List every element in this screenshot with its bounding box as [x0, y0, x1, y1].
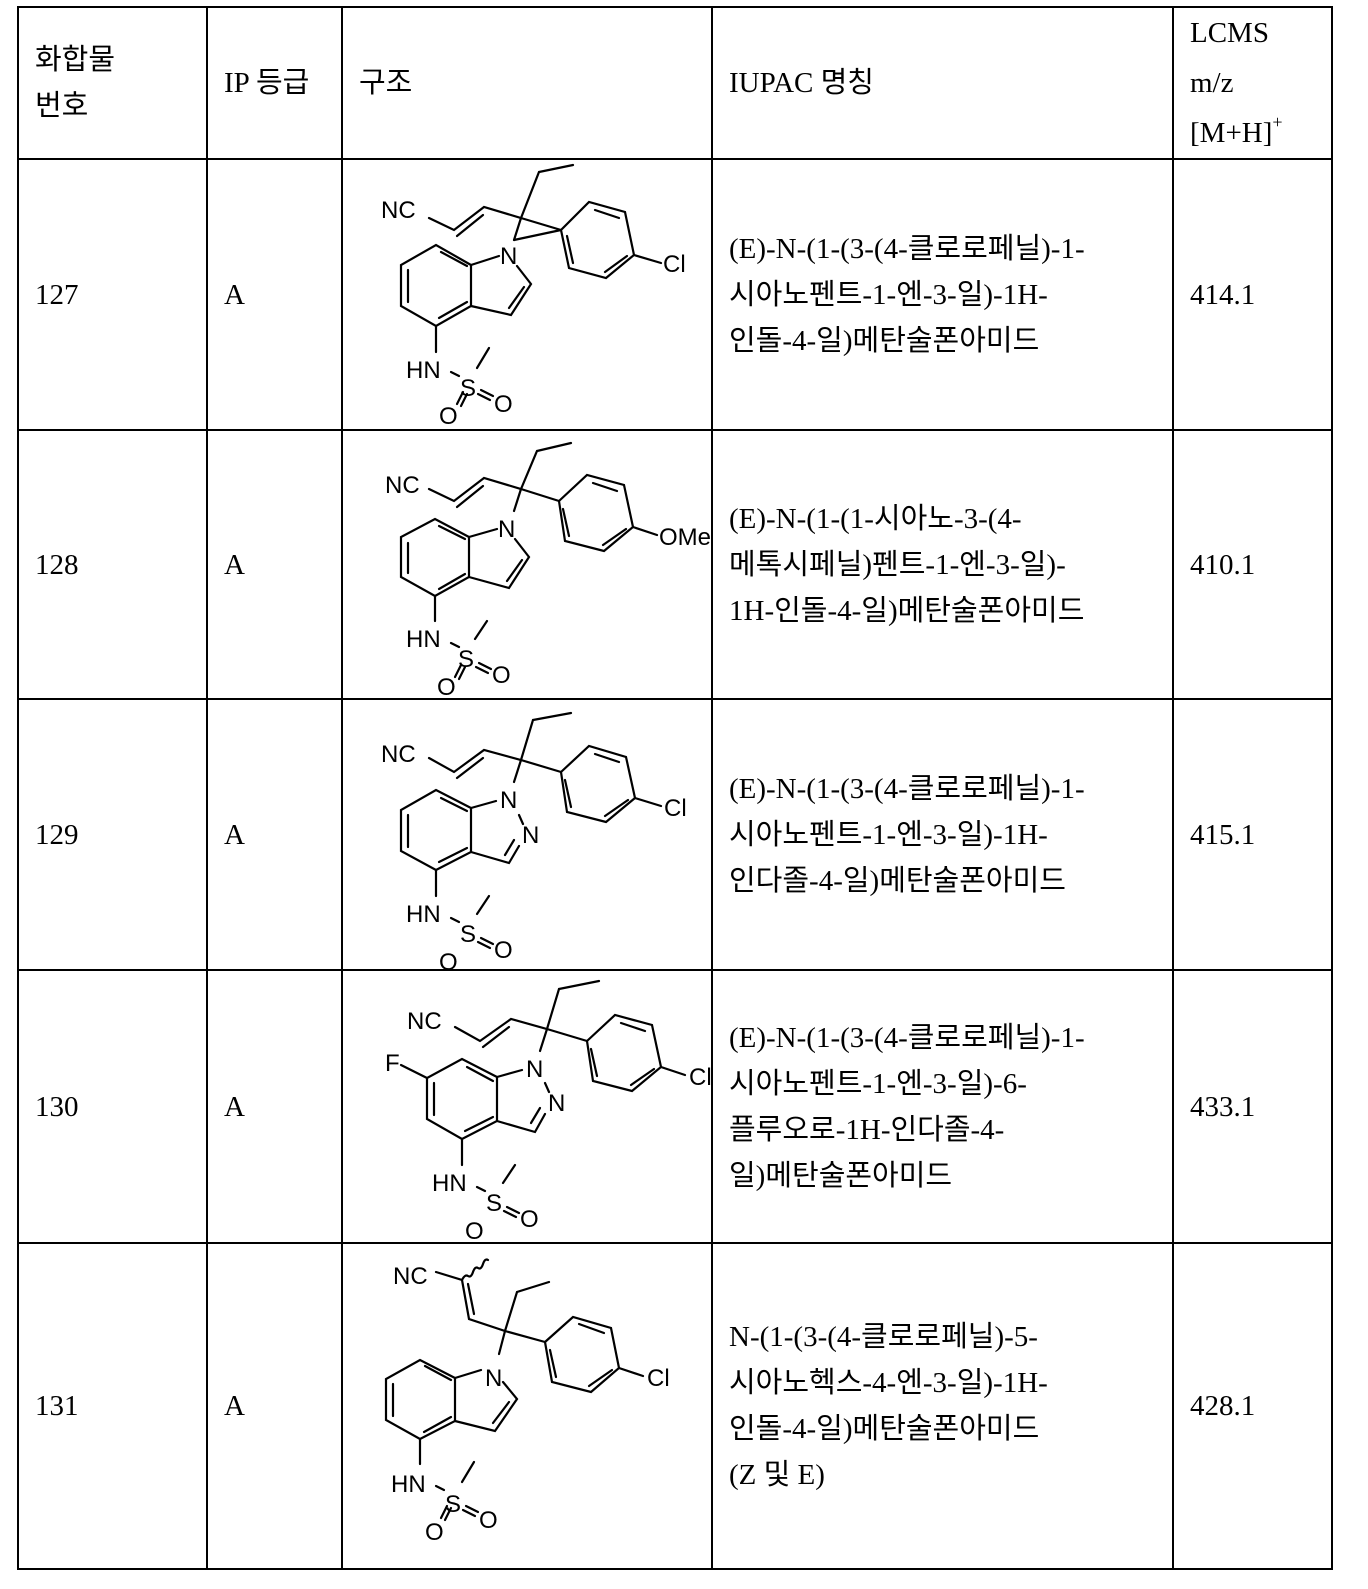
- svg-text:HN: HN: [406, 357, 441, 384]
- ip-grade: A: [206, 429, 343, 700]
- iupac-name: (E)-N-(1-(3-(4-클로로페닐)-1- 시아노펜트-1-엔-3-일)-…: [711, 698, 1174, 971]
- svg-text:NC: NC: [385, 472, 420, 499]
- iupac-name: (E)-N-(1-(3-(4-클로로페닐)-1- 시아노펜트-1-엔-3-일)-…: [711, 158, 1174, 431]
- header-lcms: LCMS m/z [M+H]+: [1172, 6, 1333, 160]
- svg-text:OMe: OMe: [659, 524, 711, 551]
- svg-text:O: O: [494, 391, 513, 418]
- iupac-name: (E)-N-(1-(1-시아노-3-(4- 메톡시페닐)펜트-1-엔-3-일)-…: [711, 429, 1174, 700]
- lcms-value: 410.1: [1172, 429, 1333, 700]
- compound-number: 127: [17, 158, 208, 431]
- iupac-name: (E)-N-(1-(3-(4-클로로페닐)-1- 시아노펜트-1-엔-3-일)-…: [711, 969, 1174, 1244]
- svg-text:S: S: [486, 1190, 502, 1217]
- svg-text:NC: NC: [407, 1008, 442, 1035]
- compound-number: 130: [17, 969, 208, 1244]
- lcms-value: 428.1: [1172, 1242, 1333, 1570]
- lcms-value: 415.1: [1172, 698, 1333, 971]
- compound-number: 128: [17, 429, 208, 700]
- iupac-name: N-(1-(3-(4-클로로페닐)-5- 시아노헥스-4-엔-3-일)-1H- …: [711, 1242, 1174, 1570]
- svg-text:N: N: [526, 1056, 543, 1083]
- structure-image: NC N Cl HN S O O: [341, 158, 713, 431]
- table-row: 127 A: [17, 158, 1333, 431]
- svg-text:S: S: [460, 921, 476, 948]
- chemical-structure-icon: NC N N Cl HN S O O: [381, 711, 687, 969]
- svg-text:N: N: [500, 243, 517, 270]
- table-row: 130 A: [17, 969, 1333, 1244]
- chemical-structure-icon: NC N Cl HN S O O: [381, 163, 686, 429]
- ip-grade: A: [206, 969, 343, 1244]
- svg-text:F: F: [385, 1050, 400, 1077]
- svg-text:S: S: [458, 646, 474, 673]
- svg-text:N: N: [548, 1090, 565, 1117]
- svg-text:NC: NC: [381, 741, 416, 768]
- structure-image: NC N OMe HN S O O: [341, 429, 713, 700]
- ip-grade: A: [206, 1242, 343, 1570]
- svg-text:HN: HN: [406, 901, 441, 928]
- table-header-row: 화합물 번호 IP 등급 구조 IUPAC 명칭 LCMS m/z [M+H]+: [17, 6, 1333, 160]
- ip-grade: A: [206, 158, 343, 431]
- svg-text:O: O: [520, 1206, 539, 1233]
- svg-text:O: O: [439, 403, 458, 429]
- table-row: 128 A: [17, 429, 1333, 700]
- compound-number: 129: [17, 698, 208, 971]
- svg-text:Cl: Cl: [664, 795, 687, 822]
- svg-text:HN: HN: [391, 1471, 426, 1498]
- lcms-value: 414.1: [1172, 158, 1333, 431]
- svg-text:S: S: [460, 375, 476, 402]
- svg-text:O: O: [439, 949, 458, 969]
- table-row: 129 A: [17, 698, 1333, 971]
- svg-text:O: O: [465, 1218, 484, 1242]
- header-structure: 구조: [341, 6, 713, 160]
- compound-number: 131: [17, 1242, 208, 1570]
- svg-text:O: O: [479, 1507, 498, 1534]
- svg-text:N: N: [522, 822, 539, 849]
- svg-text:N: N: [485, 1365, 502, 1392]
- header-compound-no: 화합물 번호: [17, 6, 208, 160]
- svg-text:HN: HN: [406, 626, 441, 653]
- svg-text:O: O: [425, 1519, 444, 1546]
- header-ip-grade: IP 등급: [206, 6, 343, 160]
- svg-text:NC: NC: [393, 1263, 428, 1290]
- svg-text:Cl: Cl: [647, 1365, 670, 1392]
- structure-image: NC N N Cl HN S O O: [341, 698, 713, 971]
- svg-text:Cl: Cl: [689, 1064, 712, 1091]
- svg-text:S: S: [445, 1491, 461, 1518]
- structure-image: NC F N N Cl HN S O O: [341, 969, 713, 1244]
- svg-text:O: O: [494, 937, 513, 964]
- svg-text:N: N: [500, 787, 517, 814]
- header-iupac-name: IUPAC 명칭: [711, 6, 1174, 160]
- chemical-structure-icon: NC N Cl HN S O O: [384, 1258, 670, 1546]
- svg-text:Cl: Cl: [663, 251, 686, 278]
- table-row: 131 A: [17, 1242, 1333, 1570]
- svg-text:NC: NC: [381, 197, 416, 224]
- svg-text:O: O: [437, 674, 456, 698]
- lcms-value: 433.1: [1172, 969, 1333, 1244]
- structure-image: NC N Cl HN S O O: [341, 1242, 713, 1570]
- svg-text:O: O: [492, 662, 511, 689]
- compound-table: 화합물 번호 IP 등급 구조 IUPAC 명칭 LCMS m/z [M+H]+…: [17, 6, 1333, 1570]
- svg-text:HN: HN: [432, 1170, 467, 1197]
- ip-grade: A: [206, 698, 343, 971]
- chemical-structure-icon: NC F N N Cl HN S O O: [385, 979, 712, 1242]
- svg-text:N: N: [498, 516, 515, 543]
- chemical-structure-icon: NC N OMe HN S O O: [385, 441, 711, 698]
